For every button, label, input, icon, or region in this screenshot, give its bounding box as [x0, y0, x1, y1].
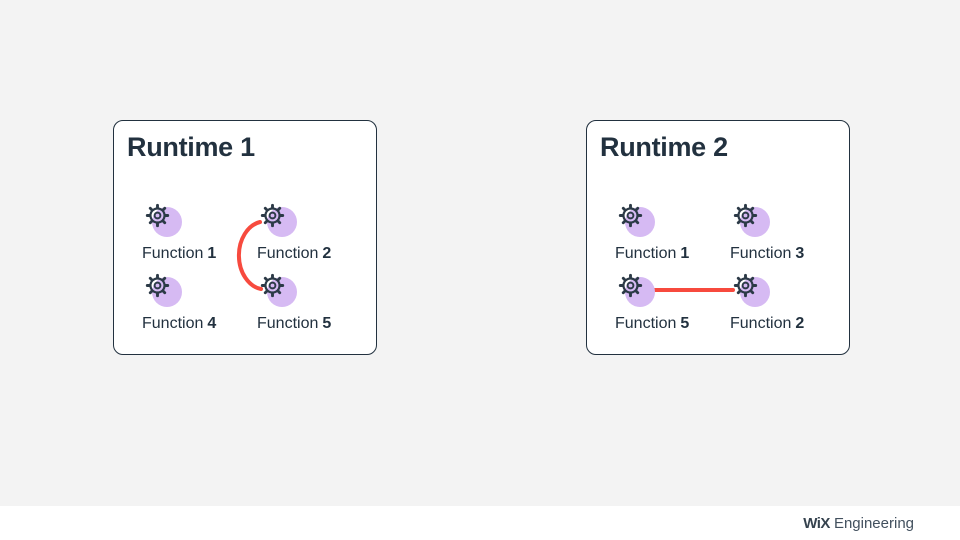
wix-brand-text: WiX — [803, 514, 830, 532]
gear-icon — [142, 272, 184, 310]
gear-icon — [615, 202, 657, 240]
gear-glyph — [260, 203, 285, 228]
gear-glyph — [145, 273, 170, 298]
runtime-2-title: Runtime 2 — [600, 132, 728, 162]
gear-icon — [730, 202, 772, 240]
gear-icon — [730, 272, 772, 310]
gear-icon — [257, 272, 299, 310]
runtime-1-title: Runtime 1 — [127, 132, 255, 162]
gear-icon — [257, 202, 299, 240]
gear-glyph — [733, 273, 758, 298]
gear-glyph — [145, 203, 170, 228]
gear-icon — [615, 272, 657, 310]
runtime-2-card: Runtime 2 — [586, 120, 850, 355]
gear-icon — [142, 202, 184, 240]
gear-glyph — [618, 203, 643, 228]
gear-glyph — [733, 203, 758, 228]
gear-glyph — [618, 273, 643, 298]
runtime-1-card: Runtime 1 — [113, 120, 377, 355]
gear-glyph — [260, 273, 285, 298]
engineering-text: Engineering — [833, 514, 914, 532]
